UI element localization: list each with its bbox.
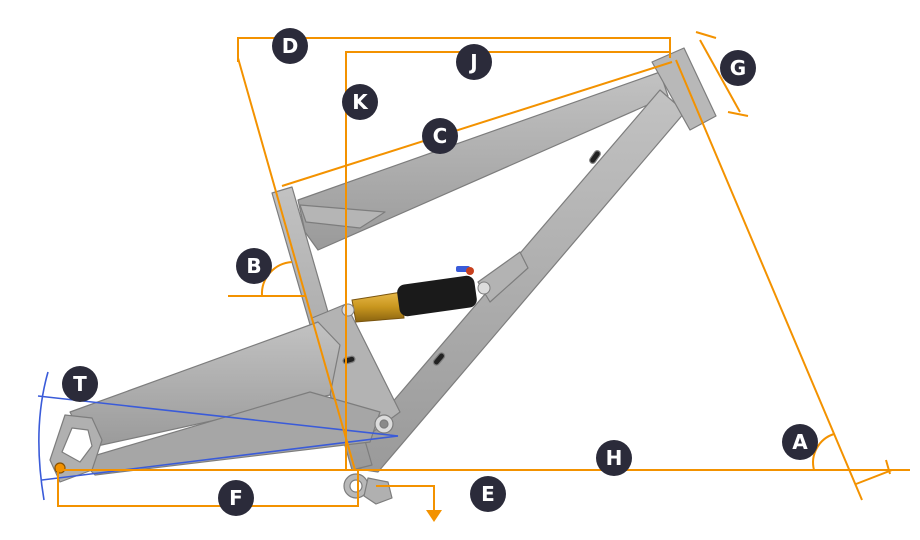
head-tube	[651, 47, 717, 131]
t-arc-lines	[37, 371, 399, 501]
shock-eyelet-rear	[477, 281, 491, 295]
svg-text:C: C	[433, 124, 448, 148]
measurement-lines	[56, 31, 910, 512]
a-tick-end	[885, 459, 891, 475]
badge-h: H	[596, 440, 632, 476]
svg-text:G: G	[730, 56, 746, 80]
badge-f: F	[218, 480, 254, 516]
shock-dial-red	[466, 267, 474, 275]
d-seat-line	[237, 57, 356, 471]
svg-text:B: B	[246, 254, 261, 278]
f-line	[57, 470, 359, 507]
g-tick-top	[695, 31, 717, 39]
shock-eyelet-front	[341, 303, 355, 317]
a-line	[675, 59, 863, 501]
svg-text:J: J	[468, 50, 477, 74]
svg-text:F: F	[229, 486, 243, 510]
shock-mount-plate	[477, 251, 529, 303]
badge-b: B	[236, 248, 272, 284]
e-arrow-icon	[426, 510, 442, 522]
a-tick	[855, 469, 893, 485]
rear-shock	[341, 266, 491, 323]
svg-text:K: K	[352, 90, 369, 114]
e-line	[376, 485, 435, 512]
badge-t: T	[62, 366, 98, 402]
badge-d: D	[272, 28, 308, 64]
svg-text:A: A	[792, 430, 808, 454]
rear-axle	[54, 462, 66, 474]
shock-body	[397, 275, 477, 317]
top-tube-brace	[299, 204, 386, 229]
t-line-lower	[41, 435, 399, 481]
cable-port-2	[432, 352, 446, 366]
g-tick-bottom	[727, 111, 749, 117]
dropout-cutout	[61, 427, 93, 463]
g-line	[699, 39, 741, 113]
bike-frame	[49, 47, 717, 505]
bottom-bracket-hole	[349, 479, 363, 493]
j-line	[345, 51, 670, 470]
bb-mount	[363, 477, 393, 505]
badge-j: J	[456, 44, 492, 80]
badge-c: C	[422, 118, 458, 154]
t-line-upper	[37, 395, 399, 437]
badge-a: A	[782, 424, 818, 460]
d-line	[237, 37, 671, 62]
cable-port-1	[589, 150, 601, 164]
svg-text:T: T	[73, 372, 87, 396]
c-line	[281, 61, 673, 187]
main-pivot-center	[379, 419, 389, 429]
badge-e: E	[470, 476, 506, 512]
badge-g: G	[720, 50, 756, 86]
svg-text:H: H	[606, 446, 623, 470]
shock-stanchion	[351, 291, 405, 323]
badge-k: K	[342, 84, 378, 120]
svg-text:D: D	[282, 34, 299, 58]
svg-text:E: E	[481, 482, 495, 506]
t-arc	[38, 371, 49, 501]
